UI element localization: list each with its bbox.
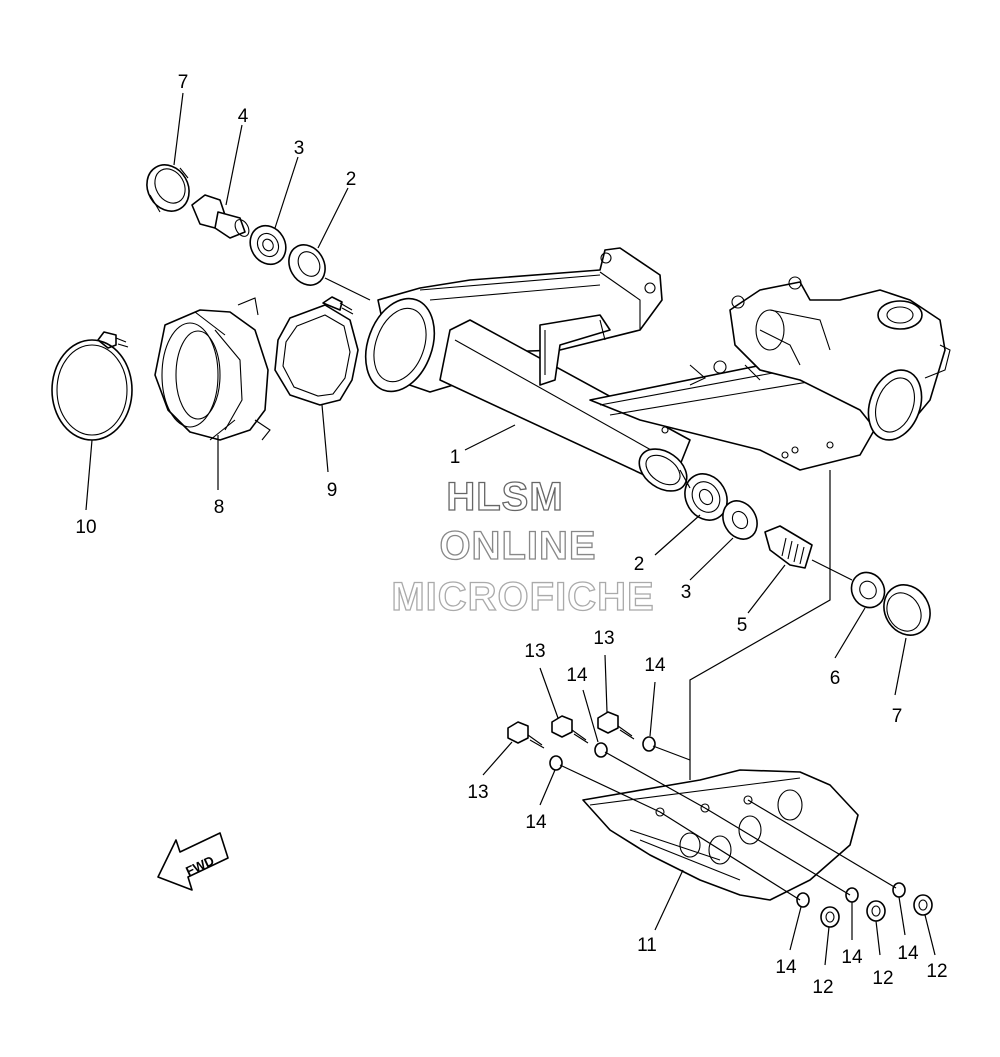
watermark-line-1: HLSM (446, 475, 563, 519)
bolt-13-c (597, 711, 635, 740)
callout-9: 9 (327, 480, 338, 501)
spacer-collar-part (249, 224, 287, 266)
callout-4: 4 (238, 106, 249, 127)
callout-14-b: 14 (644, 655, 666, 676)
callout-14-e: 14 (841, 947, 863, 968)
cap-part-right (883, 584, 931, 636)
callout-14-f: 14 (897, 943, 919, 964)
callout-12-b: 12 (872, 968, 893, 989)
fastener-guide-lines (559, 470, 897, 901)
gasket-part (274, 296, 359, 406)
callout-10: 10 (75, 517, 96, 538)
fwd-arrow-icon: FWD (157, 832, 229, 891)
callout-14-d: 14 (775, 957, 797, 978)
callout-12-a: 12 (812, 977, 833, 998)
nut-12-set (820, 894, 933, 928)
callout-14-a: 14 (566, 665, 588, 686)
callout-8: 8 (214, 497, 225, 518)
callout-13-a: 13 (524, 641, 545, 662)
callout-14-c: 14 (525, 812, 547, 833)
bolt-13-b (551, 715, 589, 744)
callout-3-right: 3 (681, 582, 692, 603)
swing-arm-part (364, 247, 951, 492)
lock-nut-part (850, 571, 886, 609)
callout-11: 11 (637, 935, 657, 956)
callout-labels: 7 4 3 2 1 10 8 9 2 3 5 6 7 13 14 13 14 1… (75, 72, 947, 998)
rubber-boot-part (154, 297, 271, 441)
guard-plate-part (582, 769, 859, 901)
leader-lines (85, 92, 936, 966)
callout-7-right: 7 (892, 706, 903, 727)
pivot-bolt-part (191, 194, 250, 239)
callout-1: 1 (450, 447, 461, 468)
adjuster-bolt-part (764, 525, 813, 569)
callout-2-top: 2 (346, 169, 357, 190)
callout-12-c: 12 (926, 961, 947, 982)
callout-2-right: 2 (634, 554, 645, 575)
collar-14-set (549, 736, 906, 908)
watermark-line-3: MICROFICHE (391, 575, 654, 619)
callout-6: 6 (830, 668, 841, 689)
callout-13-b: 13 (593, 628, 614, 649)
cap-part (146, 164, 190, 213)
watermark: HLSM ONLINE MICROFICHE (391, 474, 655, 619)
callout-3-top: 3 (294, 138, 305, 159)
bolt-13-a (507, 721, 545, 749)
band-clamp-part (51, 331, 133, 441)
bearing-part (288, 244, 326, 286)
callout-13-c: 13 (467, 782, 488, 803)
bearing-part-right (684, 473, 728, 521)
callout-5: 5 (737, 615, 748, 636)
watermark-line-2: ONLINE (439, 524, 596, 568)
callout-7-top: 7 (178, 72, 189, 93)
spacer-collar-part-right (722, 500, 758, 540)
